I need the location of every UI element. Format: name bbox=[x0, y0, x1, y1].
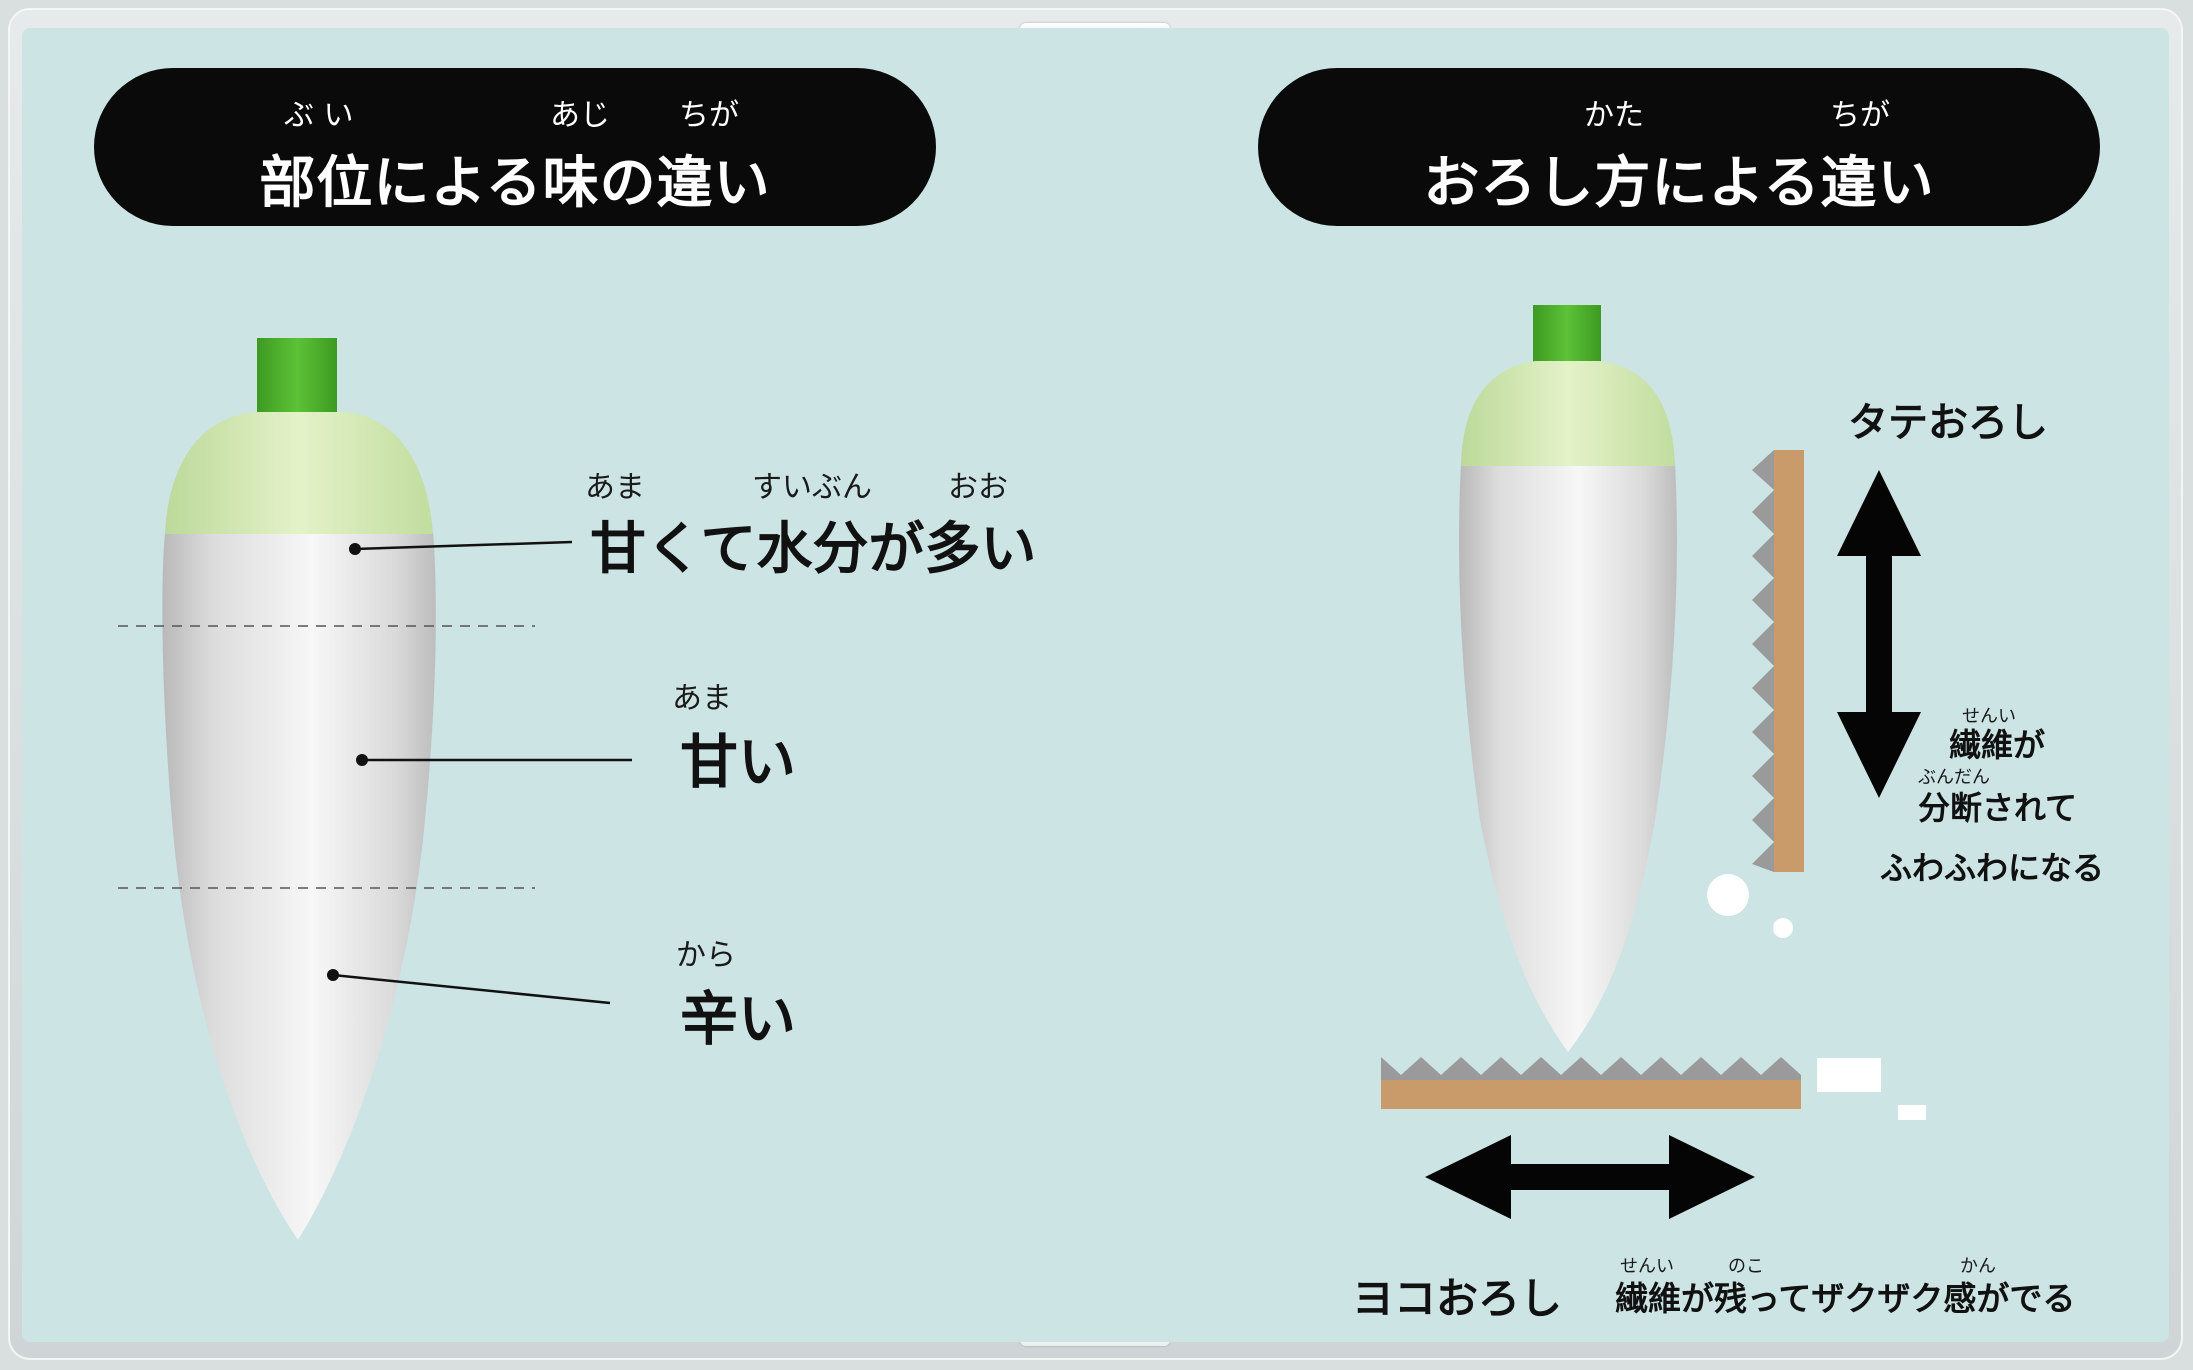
label-sweet-juicy: 甘くて水分が多い bbox=[590, 517, 1037, 582]
label-ruby-oo: おお bbox=[948, 470, 1008, 505]
label-ruby-ama: あま bbox=[585, 470, 645, 505]
vertical-grater bbox=[1752, 450, 1804, 872]
vertical-desc-ruby-bundan: ぶんだん bbox=[1918, 767, 1990, 788]
horizontal-desc-ruby-noko: のこ bbox=[1728, 1256, 1764, 1277]
right-radish bbox=[1459, 305, 1677, 1052]
right-section-title: おろし方による違い bbox=[1423, 151, 1935, 216]
title-ruby-kata: かた bbox=[1584, 98, 1644, 133]
left-section-title: 部位による味の違い bbox=[259, 151, 771, 216]
label-spicy: 辛い bbox=[680, 985, 797, 1053]
label-ruby-ama-2: あま bbox=[672, 681, 732, 716]
right-title-pill: かた ちが おろし方による違い bbox=[1258, 68, 2100, 226]
label-ruby-suibun: すいぶん bbox=[752, 470, 872, 505]
vertical-grate-label: タテおろし bbox=[1848, 400, 2048, 446]
right-radish-body bbox=[1459, 463, 1677, 1052]
horizontal-desc-ruby-senni: せんい bbox=[1620, 1256, 1674, 1277]
title-ruby-chiga-2: ちが bbox=[1830, 98, 1890, 133]
right-radish-stem bbox=[1533, 305, 1601, 363]
vertical-desc-ruby-senni: せんい bbox=[1962, 706, 2016, 727]
horizontal-grater bbox=[1381, 1057, 1801, 1109]
left-radish-top bbox=[165, 412, 433, 534]
vertical-double-arrow bbox=[1837, 470, 1921, 798]
title-ruby-bui: ぶ い bbox=[284, 98, 354, 133]
pointer-line-bottom bbox=[332, 973, 611, 1005]
horizontal-grate-label: ヨコおろし bbox=[1352, 1274, 1563, 1323]
vertical-desc-line1: 繊維が bbox=[1949, 726, 2046, 764]
vertical-desc-line2: 分断されて bbox=[1918, 789, 2078, 827]
fluffy-particle-large bbox=[1707, 874, 1749, 916]
horizontal-double-arrow bbox=[1425, 1135, 1755, 1219]
vertical-grater-teeth bbox=[1752, 450, 1774, 872]
horizontal-desc-ruby-kan: かん bbox=[1960, 1256, 1996, 1277]
label-ruby-kara: から bbox=[676, 938, 736, 973]
left-radish-body bbox=[162, 532, 436, 1240]
right-radish-top bbox=[1461, 361, 1675, 466]
left-radish bbox=[118, 338, 632, 1240]
coarse-chunk-large bbox=[1817, 1058, 1881, 1092]
pointer-line-top bbox=[354, 540, 573, 551]
horizontal-grater-teeth bbox=[1381, 1057, 1801, 1080]
left-radish-stem bbox=[257, 338, 337, 414]
fluffy-particle-small bbox=[1773, 918, 1793, 938]
title-ruby-chiga: ちが bbox=[679, 98, 739, 133]
title-ruby-aji: あじ bbox=[550, 98, 610, 133]
coarse-chunk-small bbox=[1898, 1105, 1926, 1120]
horizontal-desc: 繊維が残ってザクザク感がでる bbox=[1615, 1279, 2076, 1318]
vertical-desc-line3: ふわふわになる bbox=[1880, 849, 2105, 887]
vertical-grater-board bbox=[1774, 450, 1804, 872]
left-title-pill: ぶ い あじ ちが 部位による味の違い bbox=[94, 68, 936, 226]
horizontal-grater-board bbox=[1381, 1080, 1801, 1109]
label-sweet: 甘い bbox=[680, 728, 797, 796]
